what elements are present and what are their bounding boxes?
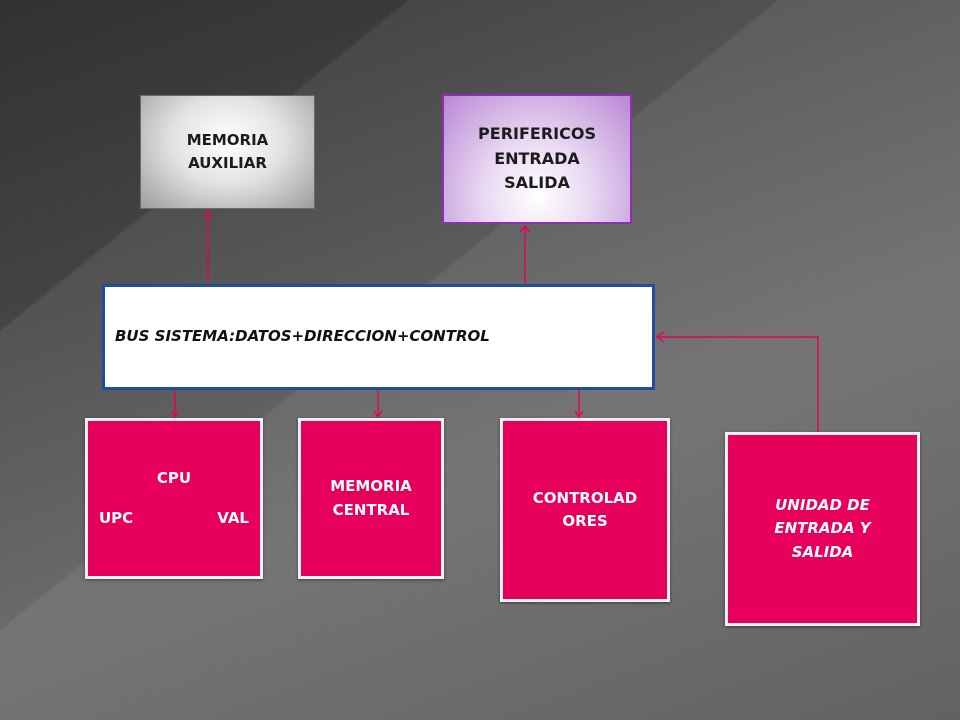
controladores-line-1: CONTROLAD <box>532 488 638 507</box>
cpu-title: CPU <box>156 469 192 488</box>
memoria-auxiliar-line-2: AUXILIAR <box>188 154 267 172</box>
controladores-box: CONTROLAD ORES <box>500 418 670 602</box>
perifericos-box: PERIFERICOS ENTRADA SALIDA <box>442 94 632 224</box>
memoria-central-line-1: MEMORIA <box>330 477 412 496</box>
controladores-line-2: ORES <box>562 512 608 530</box>
arrowhead-bus <box>655 331 665 343</box>
bus-sistema-label: BUS SISTEMA:DATOS+DIRECCION+CONTROL <box>115 327 490 346</box>
bus-sistema-box: BUS SISTEMA:DATOS+DIRECCION+CONTROL <box>102 284 655 390</box>
arrowhead-memoria-central <box>373 410 383 419</box>
unidad-line-3: SALIDA <box>791 542 854 561</box>
arrowhead-memoria-auxiliar <box>202 209 214 218</box>
memoria-auxiliar-line-1: MEMORIA <box>186 130 269 149</box>
cpu-upc-label: UPC <box>99 508 134 527</box>
arrowhead-perifericos <box>519 224 531 233</box>
perifericos-line-2: ENTRADA <box>494 148 580 168</box>
memoria-auxiliar-box: MEMORIA AUXILIAR <box>140 95 315 209</box>
cpu-val-label: VAL <box>217 508 249 527</box>
arrowhead-controladores <box>574 410 584 419</box>
cpu-subunits: UPC VAL <box>99 507 249 530</box>
memoria-central-line-2: CENTRAL <box>332 500 410 519</box>
cpu-box: CPU UPC VAL <box>85 418 263 579</box>
unidad-entrada-salida-box: UNIDAD DE ENTRADA Y SALIDA <box>725 432 920 626</box>
arrowhead-cpu <box>170 410 180 419</box>
unidad-line-1: UNIDAD DE <box>775 496 870 515</box>
memoria-central-box: MEMORIA CENTRAL <box>298 418 444 579</box>
perifericos-line-3: SALIDA <box>504 173 570 193</box>
perifericos-line-1: PERIFERICOS <box>478 123 596 143</box>
unidad-line-2: ENTRADA Y <box>774 519 871 538</box>
